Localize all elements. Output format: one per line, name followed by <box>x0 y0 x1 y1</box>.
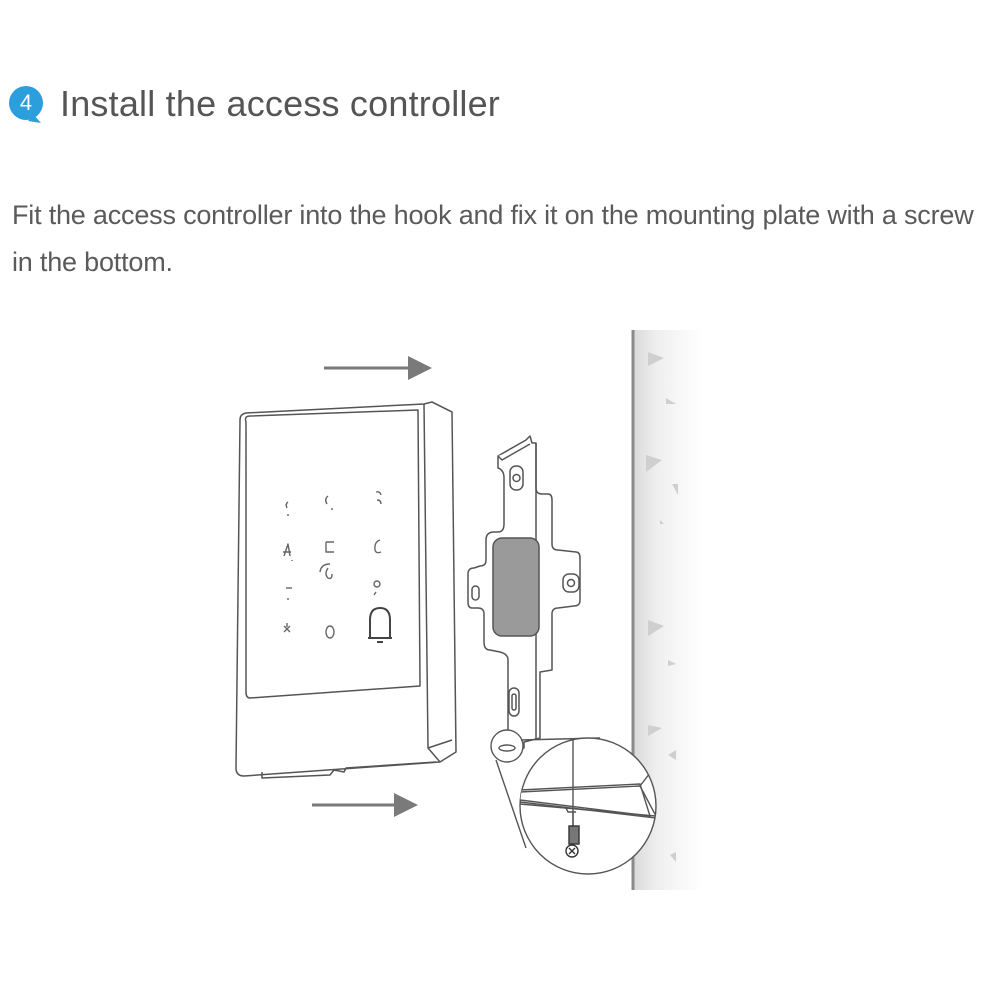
screw-icon <box>565 825 580 858</box>
doorbell-icon <box>368 607 392 643</box>
step-number-badge: 4 <box>8 85 46 123</box>
mounting-plate <box>467 435 581 751</box>
screw-detail-callout <box>490 729 657 875</box>
installation-illustration <box>0 300 1000 920</box>
plate-window <box>492 537 540 637</box>
speech-bubble-icon <box>9 86 43 123</box>
step-number: 4 <box>19 90 33 115</box>
access-controller <box>235 401 457 779</box>
step-title: Install the access controller <box>60 83 500 124</box>
instruction-text: Fit the access controller into the hook … <box>12 200 974 277</box>
keypad <box>283 491 382 639</box>
step-header: 4 Install the access controller <box>8 80 500 128</box>
